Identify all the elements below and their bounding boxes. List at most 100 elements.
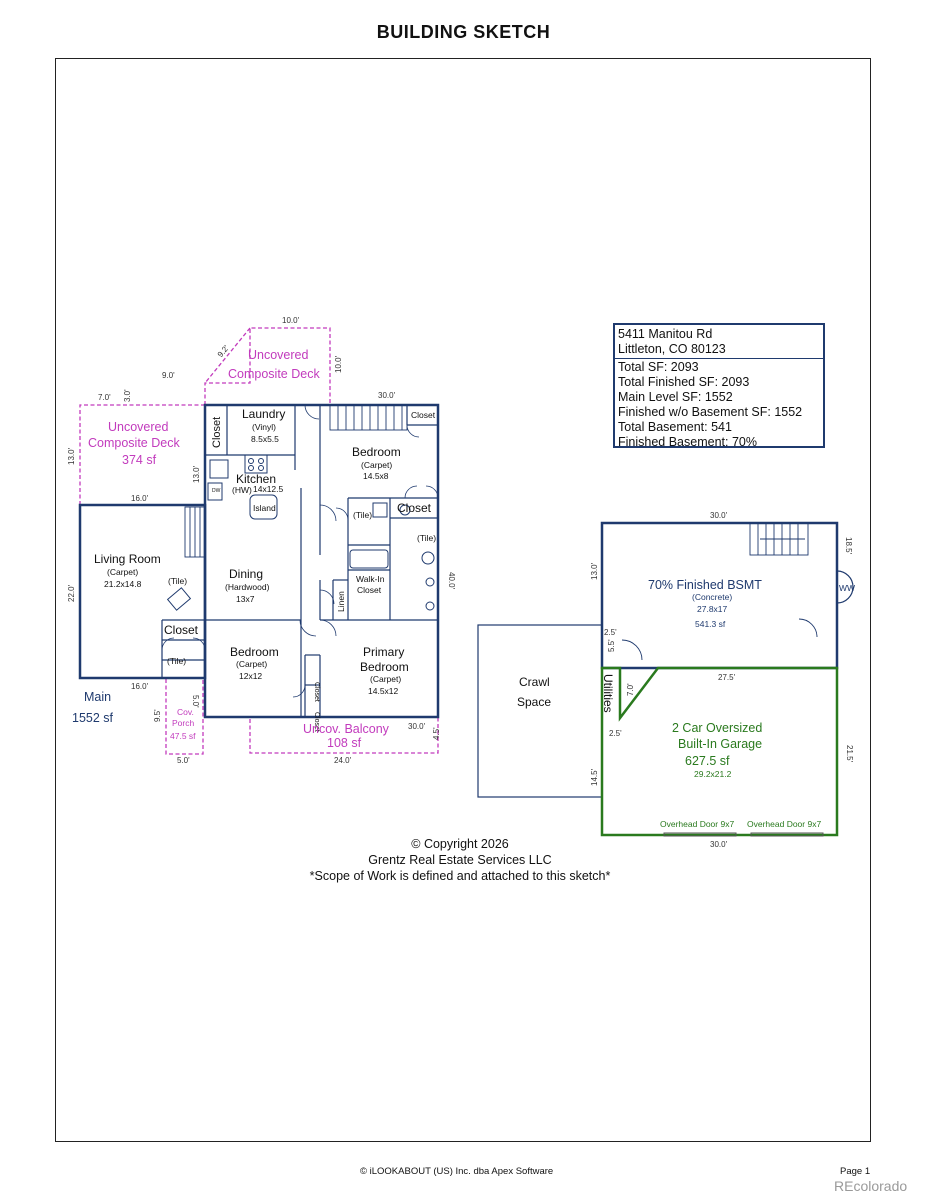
dim-300-bottom: 30.0' (408, 722, 426, 731)
left-deck-area: 374 sf (122, 453, 157, 467)
basement-floor: (Concrete) (692, 592, 732, 602)
living-room-dims: 21.2x14.8 (104, 579, 142, 589)
dim-130-kitchen: 13.0' (192, 465, 201, 483)
bsmt-dim-70: 7.0' (626, 683, 635, 696)
dim-400: 40.0' (447, 572, 456, 590)
address-line-1: 5411 Manitou Rd (618, 327, 713, 341)
main-stairs (184, 404, 408, 558)
total-basement: Total Basement: 541 (618, 420, 732, 434)
property-info-box: 5411 Manitou Rd Littleton, CO 80123 Tota… (613, 323, 825, 451)
closet-hall-2: Closet (313, 712, 320, 732)
tile-living: (Tile) (168, 576, 187, 586)
linen-label: Linen (336, 591, 346, 612)
bedroom-bottom-dims: 12x12 (239, 671, 262, 681)
garage-walls (600, 666, 839, 837)
bsmt-dim-300: 30.0' (710, 511, 728, 520)
garage-door-markers (663, 832, 824, 837)
closet-hall-1: Closet (313, 682, 320, 702)
copyright-line-3: *Scope of Work is defined and attached t… (309, 869, 611, 883)
sketch-frame (55, 58, 871, 1142)
primary-bedroom-floor: (Carpet) (370, 674, 401, 684)
laundry-floor: (Vinyl) (252, 422, 276, 432)
utilities-label: Utilities (601, 674, 615, 713)
primary-bedroom-dims: 14.5x12 (368, 686, 399, 696)
living-room-name: Living Room (94, 552, 161, 566)
bsmt-dim-215: 21.5' (845, 745, 854, 763)
left-deck-label-1: Uncovered (108, 420, 168, 434)
closet-top-right: Closet (397, 501, 432, 515)
main-label: Main (84, 690, 111, 704)
upper-deck (204, 327, 331, 405)
dim-240: 24.0' (334, 756, 352, 765)
bedroom-top-dims: 14.5x8 (363, 471, 389, 481)
dim-70: 7.0' (98, 393, 111, 402)
bsmt-dim-130: 13.0' (590, 562, 599, 580)
basement-stairs (621, 522, 818, 661)
tile-porch: (Tile) (167, 656, 186, 666)
dim-160-a: 16.0' (131, 494, 149, 503)
walk-in-1: Walk-In (356, 574, 385, 584)
primary-bedroom-name-1: Primary (363, 645, 404, 659)
living-room-floor: (Carpet) (107, 567, 138, 577)
doors (161, 404, 439, 698)
garage-dims: 29.2x21.2 (694, 769, 732, 779)
crawl-space-2: Space (517, 695, 551, 709)
bsmt-dim-25-a: 2.5' (604, 628, 617, 637)
kitchen-dims: 14x12.5 (253, 484, 284, 494)
dim-160-b: 16.0' (131, 682, 149, 691)
finished-wo-basement-sf: Finished w/o Basement SF: 1552 (618, 405, 803, 419)
garage-door-2: Overhead Door 9x7 (747, 819, 821, 829)
main-floor-walls (78, 403, 440, 719)
total-sf: Total SF: 2093 (618, 360, 699, 374)
walk-in-2: Closet (357, 585, 382, 595)
basement-dims: 27.8x17 (697, 604, 728, 614)
main-level-sf: Main Level SF: 1552 (618, 390, 733, 404)
dim-30: 3.0' (123, 389, 132, 402)
bsmt-dim-275: 27.5' (718, 673, 736, 682)
bsmt-dim-145: 14.5' (590, 768, 599, 786)
bedroom-bottom-name: Bedroom (230, 645, 279, 659)
crawl-space-walls (477, 624, 603, 798)
bsmt-dim-25-b: 2.5' (609, 729, 622, 738)
laundry-dims: 8.5x5.5 (251, 434, 279, 444)
garage-name-1: 2 Car Oversized (672, 721, 762, 735)
closet-left: Closet (164, 623, 199, 637)
copyright-line-2: Grentz Real Estate Services LLC (368, 853, 552, 867)
fixtures (166, 454, 435, 611)
dim-130-left: 13.0' (67, 447, 76, 465)
stats-block: Total SF: 2093 Total Finished SF: 2093 M… (615, 359, 823, 451)
crawl-space-1: Crawl (519, 675, 550, 689)
bedroom-top-name: Bedroom (352, 445, 401, 459)
garage-name-2: Built-In Garage (678, 737, 762, 751)
watermark: REcolorado (834, 1178, 908, 1194)
basement-name: 70% Finished BSMT (648, 578, 762, 592)
dim-right-10: 10.0' (334, 355, 343, 373)
garage-door-1: Overhead Door 9x7 (660, 819, 734, 829)
upper-deck-label-2: Composite Deck (228, 367, 320, 381)
tile-bath-1: (Tile) (353, 510, 372, 520)
bedroom-top-floor: (Carpet) (361, 460, 392, 470)
dim-95: 9.5' (153, 709, 162, 722)
copyright-block: © Copyright 2026 Grentz Real Estate Serv… (300, 836, 620, 884)
dim-top-10: 10.0' (282, 316, 300, 325)
kitchen-floor: (HW) (232, 485, 252, 495)
dining-dims: 13x7 (236, 594, 255, 604)
dim-45: 4.5' (432, 727, 441, 740)
kitchen-island: Island (253, 503, 276, 513)
dim-90: 9.0' (162, 371, 175, 380)
dining-name: Dining (229, 567, 263, 581)
address-line-2: Littleton, CO 80123 (618, 342, 726, 356)
bsmt-dim-185: 18.5' (844, 537, 853, 555)
covered-porch (165, 677, 204, 755)
bsmt-dim-55: 5.5' (607, 639, 616, 652)
kitchen-name: Kitchen (236, 472, 276, 486)
laundry-name: Laundry (242, 407, 285, 421)
balcony-label: Uncov. Balcony (303, 722, 390, 736)
total-finished-sf: Total Finished SF: 2093 (618, 375, 750, 389)
address-block: 5411 Manitou Rd Littleton, CO 80123 (615, 325, 823, 359)
dim-50-b: 5.0' (177, 756, 190, 765)
porch-area: 47.5 sf (170, 731, 196, 741)
garage-dim-300: 30.0' (710, 840, 728, 849)
kitchen-dw: DW (212, 488, 221, 494)
